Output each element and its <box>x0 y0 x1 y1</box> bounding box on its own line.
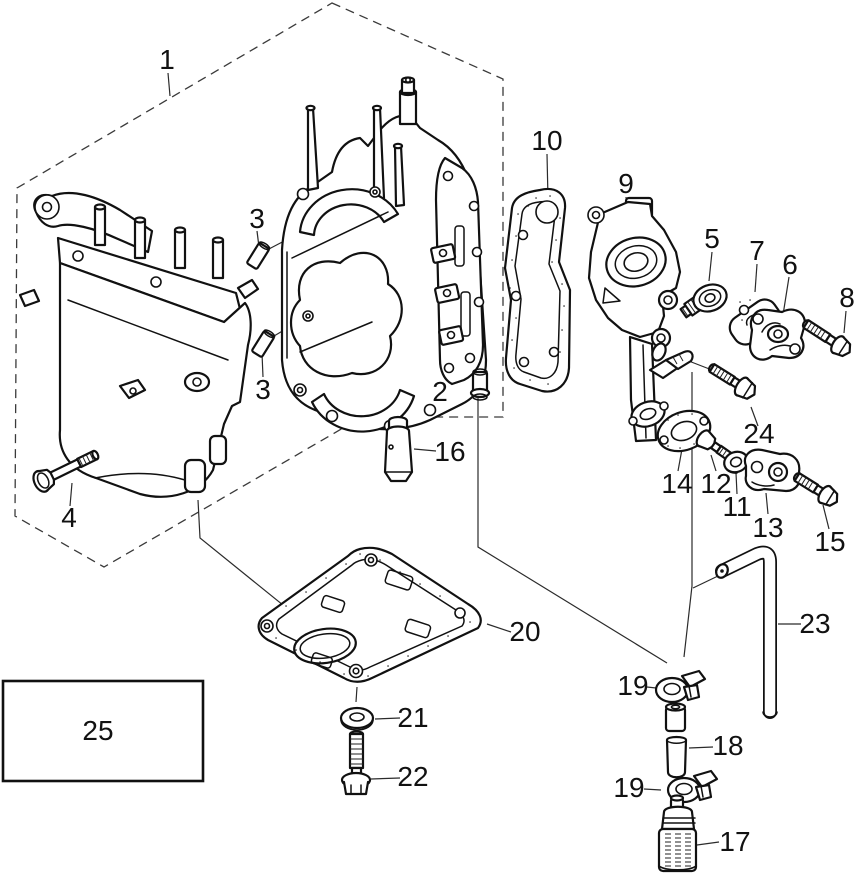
clamp-19-upper-drawing <box>654 669 707 704</box>
callout-24-label: 24 <box>743 418 774 449</box>
dowel-pin-2-drawing <box>469 368 491 401</box>
callout-25-label: 25 <box>82 715 113 746</box>
callout-23-label: 23 <box>799 608 830 639</box>
tube-18-drawing <box>664 702 688 779</box>
callout-7-label: 7 <box>749 235 765 266</box>
callout-14-label: 14 <box>661 468 692 499</box>
callout-10-label: 10 <box>531 125 562 156</box>
dowel-pin-3-upper-drawing <box>246 241 271 270</box>
callout-9-label: 9 <box>618 168 634 199</box>
bracket-6-drawing <box>748 308 807 361</box>
fitting-13-drawing <box>743 448 802 493</box>
bolt-15-drawing <box>792 472 839 507</box>
callout-1-label: 1 <box>159 44 175 75</box>
bracket-9-drawing <box>587 196 694 443</box>
callout-5-label: 5 <box>704 223 720 254</box>
legend-box <box>1 679 205 783</box>
bolt-8-drawing <box>801 319 852 358</box>
callout-8-label: 8 <box>839 282 855 313</box>
callout-22-label: 22 <box>397 761 428 792</box>
callout-3-upper-label: 3 <box>249 203 265 234</box>
callout-20-label: 20 <box>509 616 540 647</box>
crankcase-half-drawing <box>18 191 260 498</box>
plug-16-drawing <box>383 415 414 483</box>
callout-3-lower-label: 3 <box>255 374 271 405</box>
base-gasket-20-drawing <box>257 546 482 683</box>
callout-4-label: 4 <box>61 502 77 533</box>
sealing-bolt-5-drawing <box>679 283 728 319</box>
cylinder-block-drawing <box>280 76 488 433</box>
washer-21-drawing <box>339 706 375 731</box>
callout-19-upper-label: 19 <box>617 670 648 701</box>
grommet-11-drawing <box>723 450 749 474</box>
callout-2-label: 2 <box>432 376 448 407</box>
callout-labels: 1 2 3 3 4 5 6 7 8 9 10 11 12 13 14 15 16… <box>61 44 855 857</box>
callout-13-label: 13 <box>752 512 783 543</box>
assembly-boundary-dashed-outline <box>14 2 504 568</box>
bolt-24-drawing <box>707 363 757 400</box>
filter-17-drawing <box>657 794 698 873</box>
callout-6-label: 6 <box>782 249 798 280</box>
callout-18-label: 18 <box>712 730 743 761</box>
bolt-22-drawing <box>340 730 372 796</box>
callout-11-label: 11 <box>722 491 751 522</box>
gasket-10-drawing <box>503 187 572 393</box>
callout-12-label: 12 <box>700 468 731 499</box>
callout-16-label: 16 <box>434 436 465 467</box>
dowel-pin-3-lower-drawing <box>251 329 276 358</box>
callout-15-label: 15 <box>814 526 845 557</box>
pipe-23-drawing <box>715 545 778 719</box>
callout-17-label: 17 <box>719 826 750 857</box>
callout-19-lower-label: 19 <box>613 772 644 803</box>
callout-21-label: 21 <box>397 702 428 733</box>
bolt-4-drawing <box>32 449 100 493</box>
